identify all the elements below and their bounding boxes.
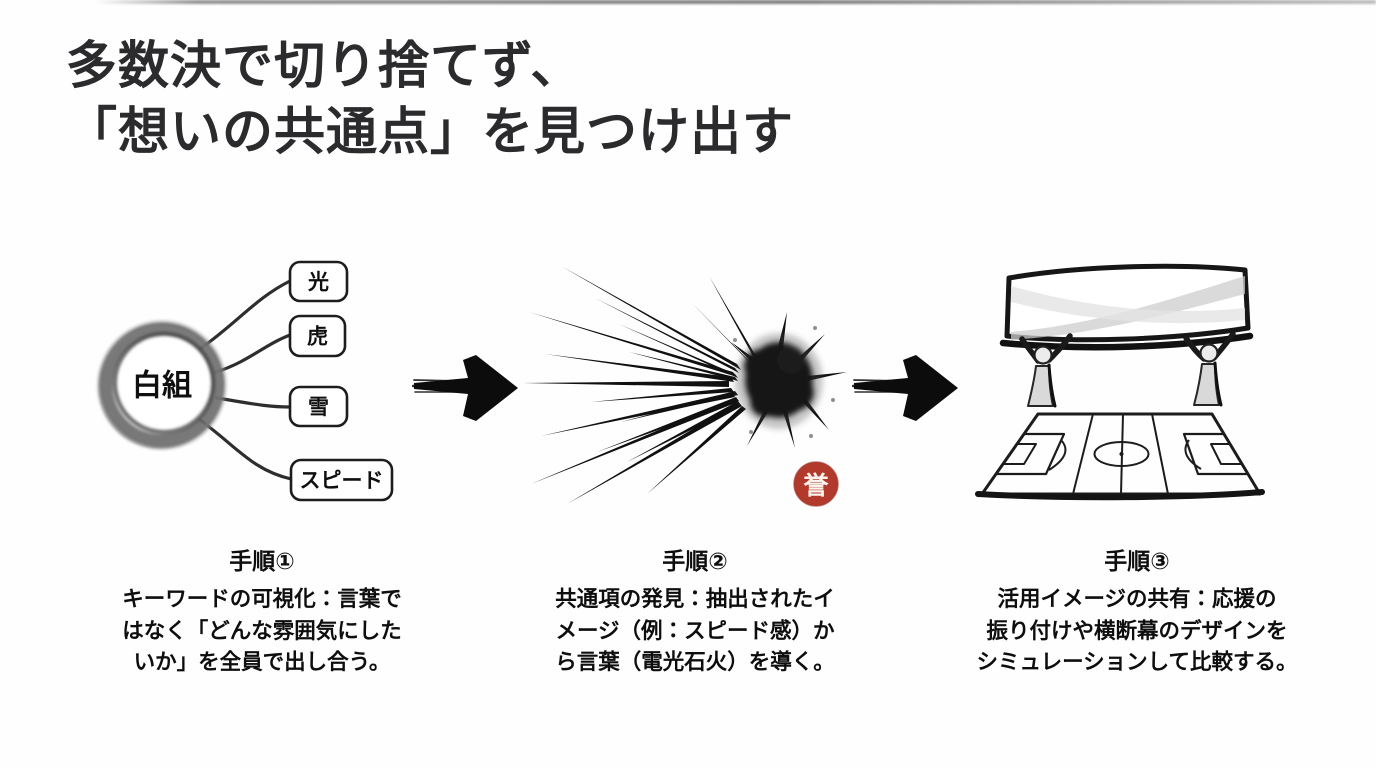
keyword-box xyxy=(289,458,394,502)
speed-lines xyxy=(523,266,757,504)
banner-field-illustration xyxy=(975,263,1265,501)
step-body: 活用イメージの共有：応援の 振り付けや横断幕のデザインを シミュレーションして比… xyxy=(976,587,1298,674)
keyword-label: スピード xyxy=(300,470,384,493)
keyword-label: 雪 xyxy=(308,396,329,419)
step-heading: 手順② xyxy=(662,548,728,574)
hanko-seal-character: 誉 xyxy=(803,472,829,500)
step-caption-2: 手順② 共通項の発見：抽出されたイ メージ（例：スピード感）か ら言葉（電光石火… xyxy=(500,542,890,679)
banner xyxy=(999,263,1254,351)
hanko-seal-icon: 誉 xyxy=(793,461,839,507)
mindmap-illustration: 白組 光 虎 雪 スピード xyxy=(97,260,394,502)
page-title-line1: 多数決で切り捨てず、 xyxy=(66,39,583,95)
page-title: 多数決で切り捨てず、 「想いの共通点」を見つけ出す xyxy=(66,34,794,166)
ink-burst-illustration: 誉 xyxy=(523,266,847,507)
keyword-label: 虎 xyxy=(307,325,328,349)
scan-edge-artifact xyxy=(95,0,1376,4)
step-body: 共通項の発見：抽出されたイ メージ（例：スピード感）か ら言葉（電光石火）を導く… xyxy=(555,587,835,674)
step-body: キーワードの可視化：言葉で はなく「どんな雰囲気にした いか」を全員で出し合う。 xyxy=(122,587,402,674)
step-caption-3: 手順③ 活用イメージの共有：応援の 振り付けや横断幕のデザインを シミュレーショ… xyxy=(937,542,1337,679)
step-caption-1: 手順① キーワードの可視化：言葉で はなく「どんな雰囲気にした いか」を全員で出… xyxy=(77,542,447,679)
supporter-figure xyxy=(1183,331,1236,407)
keyword-box xyxy=(288,260,349,303)
step-heading: 手順① xyxy=(229,548,295,574)
page-title-line2: 「想いの共通点」を見つけ出す xyxy=(66,105,795,161)
supporter-figure xyxy=(1019,333,1073,408)
keyword-box xyxy=(288,314,347,358)
arrow-right-icon xyxy=(412,355,518,421)
ink-dots xyxy=(733,326,835,438)
ink-blob xyxy=(735,333,823,429)
team-circle-label: 白組 xyxy=(132,370,192,403)
step-heading: 手順③ xyxy=(1104,548,1170,574)
soccer-field xyxy=(975,412,1265,501)
keyword-label: 光 xyxy=(307,271,329,294)
arrow-right-icon xyxy=(852,355,958,421)
keyword-box xyxy=(288,385,349,428)
team-circle xyxy=(97,320,227,450)
